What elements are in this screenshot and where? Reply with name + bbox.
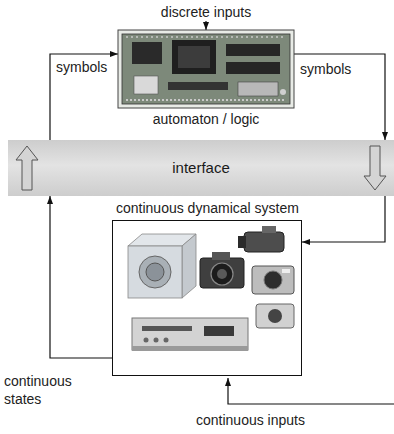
system-frame bbox=[112, 220, 302, 376]
label-box: symbols bbox=[56, 58, 116, 76]
signal-label: symbols bbox=[56, 59, 107, 75]
connector-arrow bbox=[50, 196, 112, 358]
label-box: discrete inputs bbox=[120, 3, 292, 21]
appliances bbox=[128, 226, 294, 351]
connector-arrow bbox=[50, 54, 118, 140]
label-box: continuous states bbox=[4, 372, 84, 408]
label-box: symbols bbox=[300, 60, 360, 78]
node-heading: continuous dynamical system bbox=[112, 200, 299, 220]
down-block-arrow bbox=[364, 146, 386, 190]
automaton-box: automaton / logic bbox=[118, 30, 294, 130]
circuit-board bbox=[118, 30, 294, 108]
input-arrow bbox=[205, 21, 206, 30]
signal-label: continuous states bbox=[4, 373, 72, 407]
system-box: continuous dynamical system bbox=[112, 200, 302, 376]
label-box: continuous inputs bbox=[196, 411, 356, 429]
interface-band: interface bbox=[8, 140, 394, 196]
signal-label: symbols bbox=[300, 61, 351, 77]
input-arrow bbox=[228, 378, 394, 404]
connector-arrow bbox=[294, 54, 385, 140]
signal-label: continuous inputs bbox=[196, 412, 305, 428]
photo-area bbox=[118, 30, 294, 110]
connector-arrow bbox=[302, 196, 385, 242]
band-label: interface bbox=[172, 160, 230, 176]
up-block-arrow bbox=[16, 146, 38, 190]
signal-label: discrete inputs bbox=[161, 4, 251, 20]
node-label: automaton / logic bbox=[118, 110, 294, 130]
